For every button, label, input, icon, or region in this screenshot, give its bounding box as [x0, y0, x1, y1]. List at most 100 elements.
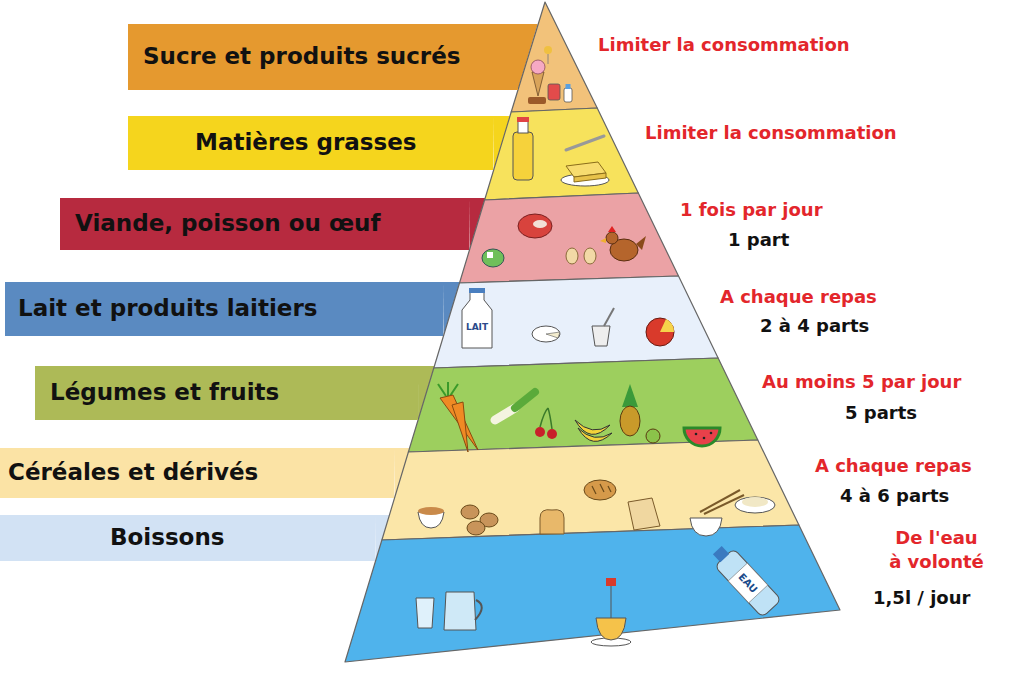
pyramid-band — [434, 276, 718, 368]
sweets-icon — [532, 72, 544, 96]
protein-icon — [566, 248, 578, 264]
drink-icon — [611, 586, 612, 620]
sweets-icon — [528, 97, 546, 104]
dairy-icon — [546, 332, 560, 338]
fruit-vegetable-icon — [620, 406, 640, 436]
fats-icon — [518, 121, 528, 133]
serving-advice: Au moins 5 par jour — [762, 370, 961, 394]
fruit-vegetable-icon — [646, 429, 660, 443]
category-box: Lait et produits laitiers — [5, 282, 443, 336]
category-name: Légumes et fruits — [50, 379, 279, 407]
drink-icon — [606, 578, 616, 586]
serving-advice: 5 parts — [845, 401, 917, 425]
serving-advice: 4 à 6 parts — [840, 484, 949, 508]
dairy-icon — [646, 318, 674, 346]
water-bottle — [715, 549, 782, 618]
cereal-icon — [742, 497, 768, 507]
drink-icon — [444, 592, 476, 630]
fats-icon — [517, 117, 529, 122]
fats-icon — [574, 173, 606, 182]
sweets-icon — [528, 46, 572, 104]
protein-icon — [600, 238, 606, 243]
dairy-icon — [532, 326, 560, 342]
category-name: Boissons — [110, 524, 224, 552]
category-name: Céréales et dérivés — [8, 459, 258, 487]
pyramid-band — [460, 193, 679, 283]
fruit-vegetable-icon — [515, 392, 535, 408]
serving-advice: Limiter la consommation — [598, 33, 850, 57]
fruit-vegetable-icon — [535, 427, 545, 437]
pyramid-band — [485, 108, 639, 200]
dairy-icon — [462, 292, 492, 348]
water-bottle — [713, 546, 729, 562]
dairy-icon — [660, 319, 674, 332]
cereal-icon — [584, 480, 616, 500]
fruit-vegetable-icon — [695, 433, 698, 436]
serving-advice: 1 part — [728, 228, 789, 252]
cereal-icon — [467, 521, 485, 535]
category-name: Matières grasses — [195, 129, 417, 157]
sweets-icon — [566, 84, 571, 89]
fats-icon — [513, 132, 533, 180]
sweets-icon — [544, 46, 552, 54]
fruit-vegetable-icon — [540, 408, 552, 429]
category-name: Sucre et produits sucrés — [143, 43, 460, 71]
dairy-icon — [462, 288, 674, 348]
dairy-icon — [592, 326, 610, 346]
serving-advice: Limiter la consommation — [645, 121, 897, 145]
fats-icon — [566, 136, 604, 150]
protein-icon — [636, 236, 646, 250]
sweets-icon — [548, 84, 560, 100]
serving-advice: A chaque repas — [815, 454, 972, 478]
protein-icon — [584, 248, 596, 264]
category-box: Céréales et dérivés — [0, 448, 394, 498]
fruit-vegetable-icon — [547, 429, 557, 439]
bottle-label: LAIT — [466, 323, 488, 333]
cereal-icon — [628, 498, 660, 530]
category-box: Légumes et fruits — [35, 366, 418, 420]
serving-advice: 1,5l / jour — [873, 586, 970, 610]
fruit-vegetable-icon — [452, 402, 468, 452]
protein-icon — [487, 252, 493, 258]
fats-icon — [513, 117, 609, 186]
fruit-vegetable-icon — [578, 428, 612, 441]
dairy-icon — [604, 308, 614, 326]
pyramid-band — [382, 440, 799, 540]
dairy-icon — [469, 288, 485, 293]
protein-icon — [482, 249, 504, 267]
fruit-vegetable-icon — [438, 382, 720, 452]
category-box: Boissons — [0, 515, 375, 561]
pyramid-band — [408, 358, 757, 452]
cereal-icon — [540, 510, 564, 534]
fruit-vegetable-icon — [438, 382, 458, 396]
protein-icon — [482, 214, 646, 267]
fruit-vegetable-icon — [622, 384, 638, 407]
category-box: Viande, poisson ou œuf — [60, 198, 469, 250]
drink-icon — [416, 598, 434, 628]
sweets-icon — [548, 54, 549, 64]
fats-icon — [561, 174, 609, 186]
cereal-icon — [735, 497, 775, 513]
cereal-icon — [418, 480, 775, 536]
protein-icon — [608, 226, 616, 232]
cereal-icon — [700, 490, 740, 512]
category-name: Viande, poisson ou œuf — [75, 210, 380, 238]
category-name: Lait et produits laitiers — [18, 295, 317, 323]
sweets-icon — [564, 88, 572, 102]
cereal-icon — [592, 484, 611, 494]
serving-advice: De l'eau à volonté — [888, 526, 985, 574]
category-box: Sucre et produits sucrés — [128, 24, 518, 90]
sweets-icon — [531, 60, 545, 74]
drink-icon — [416, 541, 781, 646]
protein-icon — [518, 214, 552, 238]
pyramid-band — [511, 2, 597, 112]
water-bottle — [728, 563, 767, 603]
protein-icon — [606, 232, 618, 244]
fruit-vegetable-icon — [703, 437, 706, 440]
protein-icon — [533, 220, 547, 228]
fruit-vegetable-icon — [710, 432, 713, 435]
category-box: Matières grasses — [128, 116, 493, 170]
serving-advice: 1 fois par jour — [680, 198, 823, 222]
serving-advice: 2 à 4 parts — [760, 314, 869, 338]
